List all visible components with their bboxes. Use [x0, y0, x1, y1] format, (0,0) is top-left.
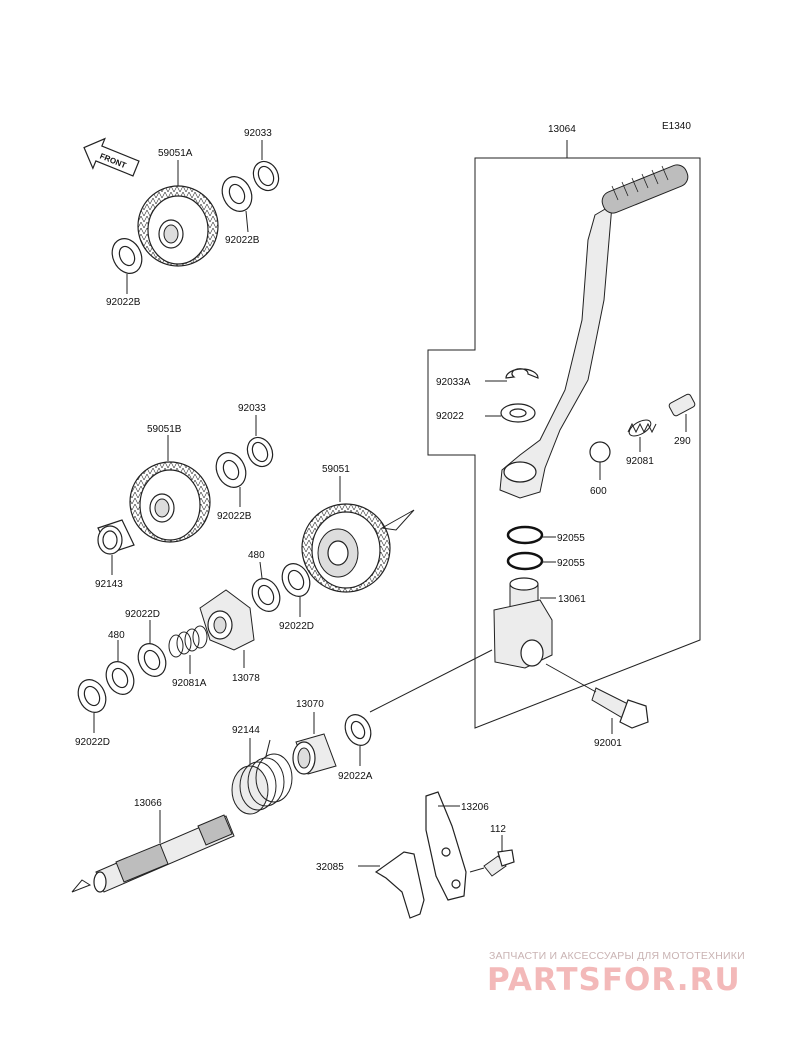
- label-92055-b: 92055: [557, 558, 585, 569]
- part-13078-ratchet: [199, 589, 255, 651]
- part-59051-gear: [301, 503, 391, 593]
- label-92022B-top-left: 92022B: [106, 297, 141, 308]
- part-13206-plate: [425, 791, 467, 901]
- label-13061: 13061: [558, 594, 586, 605]
- part-13070-guide: [292, 733, 337, 775]
- part-92033A-clip: [505, 368, 539, 379]
- part-112-bolt: [483, 849, 515, 877]
- label-32085: 32085: [316, 862, 344, 873]
- part-290-pin: [668, 393, 696, 417]
- kick-pedal-lever: [499, 164, 689, 499]
- label-13064: 13064: [548, 124, 576, 135]
- label-59051: 59051: [322, 464, 350, 475]
- part-32085-stopper: [374, 851, 425, 919]
- part-59051B-gear: [129, 461, 211, 543]
- part-13061-kick-boss: [493, 577, 553, 669]
- label-92022A: 92022A: [338, 771, 373, 782]
- kick-lever-group-outline: [427, 157, 701, 729]
- label-92033-mid: 92033: [238, 403, 266, 414]
- label-92001: 92001: [594, 738, 622, 749]
- label-600: 600: [590, 486, 607, 497]
- label-13066: 13066: [134, 798, 162, 809]
- assembly-axis-line: [369, 649, 493, 713]
- watermark-tagline: ЗАПЧАСТИ И АКСЕССУАРЫ ДЛЯ МОТОТЕХНИКИ: [489, 950, 745, 962]
- label-92022D-left: 92022D: [125, 609, 160, 620]
- label-92022D-bottom: 92022D: [75, 737, 110, 748]
- label-13070: 13070: [296, 699, 324, 710]
- diagram-code: E1340: [662, 121, 691, 132]
- label-92022B-mid: 92022B: [217, 511, 252, 522]
- label-92144: 92144: [232, 725, 260, 736]
- label-92055-a: 92055: [557, 533, 585, 544]
- label-92033A: 92033A: [436, 377, 471, 388]
- label-92022B-top-right: 92022B: [225, 235, 260, 246]
- label-13206: 13206: [461, 802, 489, 813]
- label-290: 290: [674, 436, 691, 447]
- label-92081: 92081: [626, 456, 654, 467]
- part-92143-collar: [97, 519, 135, 555]
- front-arrow-icon: FRONT: [83, 137, 140, 177]
- label-92022D-right: 92022D: [279, 621, 314, 632]
- gear-direction-arrow: [380, 509, 415, 531]
- shaft-direction-arrow: [71, 879, 92, 893]
- part-59051A-gear: [137, 185, 219, 267]
- label-112: 112: [490, 824, 506, 835]
- label-13078: 13078: [232, 673, 260, 684]
- part-92081A-spring: [168, 625, 208, 658]
- part-92055-oring-b: [506, 551, 544, 571]
- label-92143: 92143: [95, 579, 123, 590]
- part-600-ball: [589, 441, 611, 463]
- watermark-logo: PARTSFOR.RU: [487, 962, 741, 998]
- label-59051B: 59051B: [147, 424, 182, 435]
- label-59051A: 59051A: [158, 148, 193, 159]
- label-480-left: 480: [108, 630, 125, 641]
- label-480-right: 480: [248, 550, 265, 561]
- part-92055-oring-a: [506, 525, 544, 545]
- label-92033-top: 92033: [244, 128, 272, 139]
- part-92001-bolt: [591, 687, 649, 729]
- part-92144-kick-spring: [231, 739, 293, 815]
- part-13066-kick-shaft: [93, 814, 235, 893]
- label-92022: 92022: [436, 411, 464, 422]
- part-92081-spring: [627, 419, 657, 437]
- label-92081A: 92081A: [172, 678, 207, 689]
